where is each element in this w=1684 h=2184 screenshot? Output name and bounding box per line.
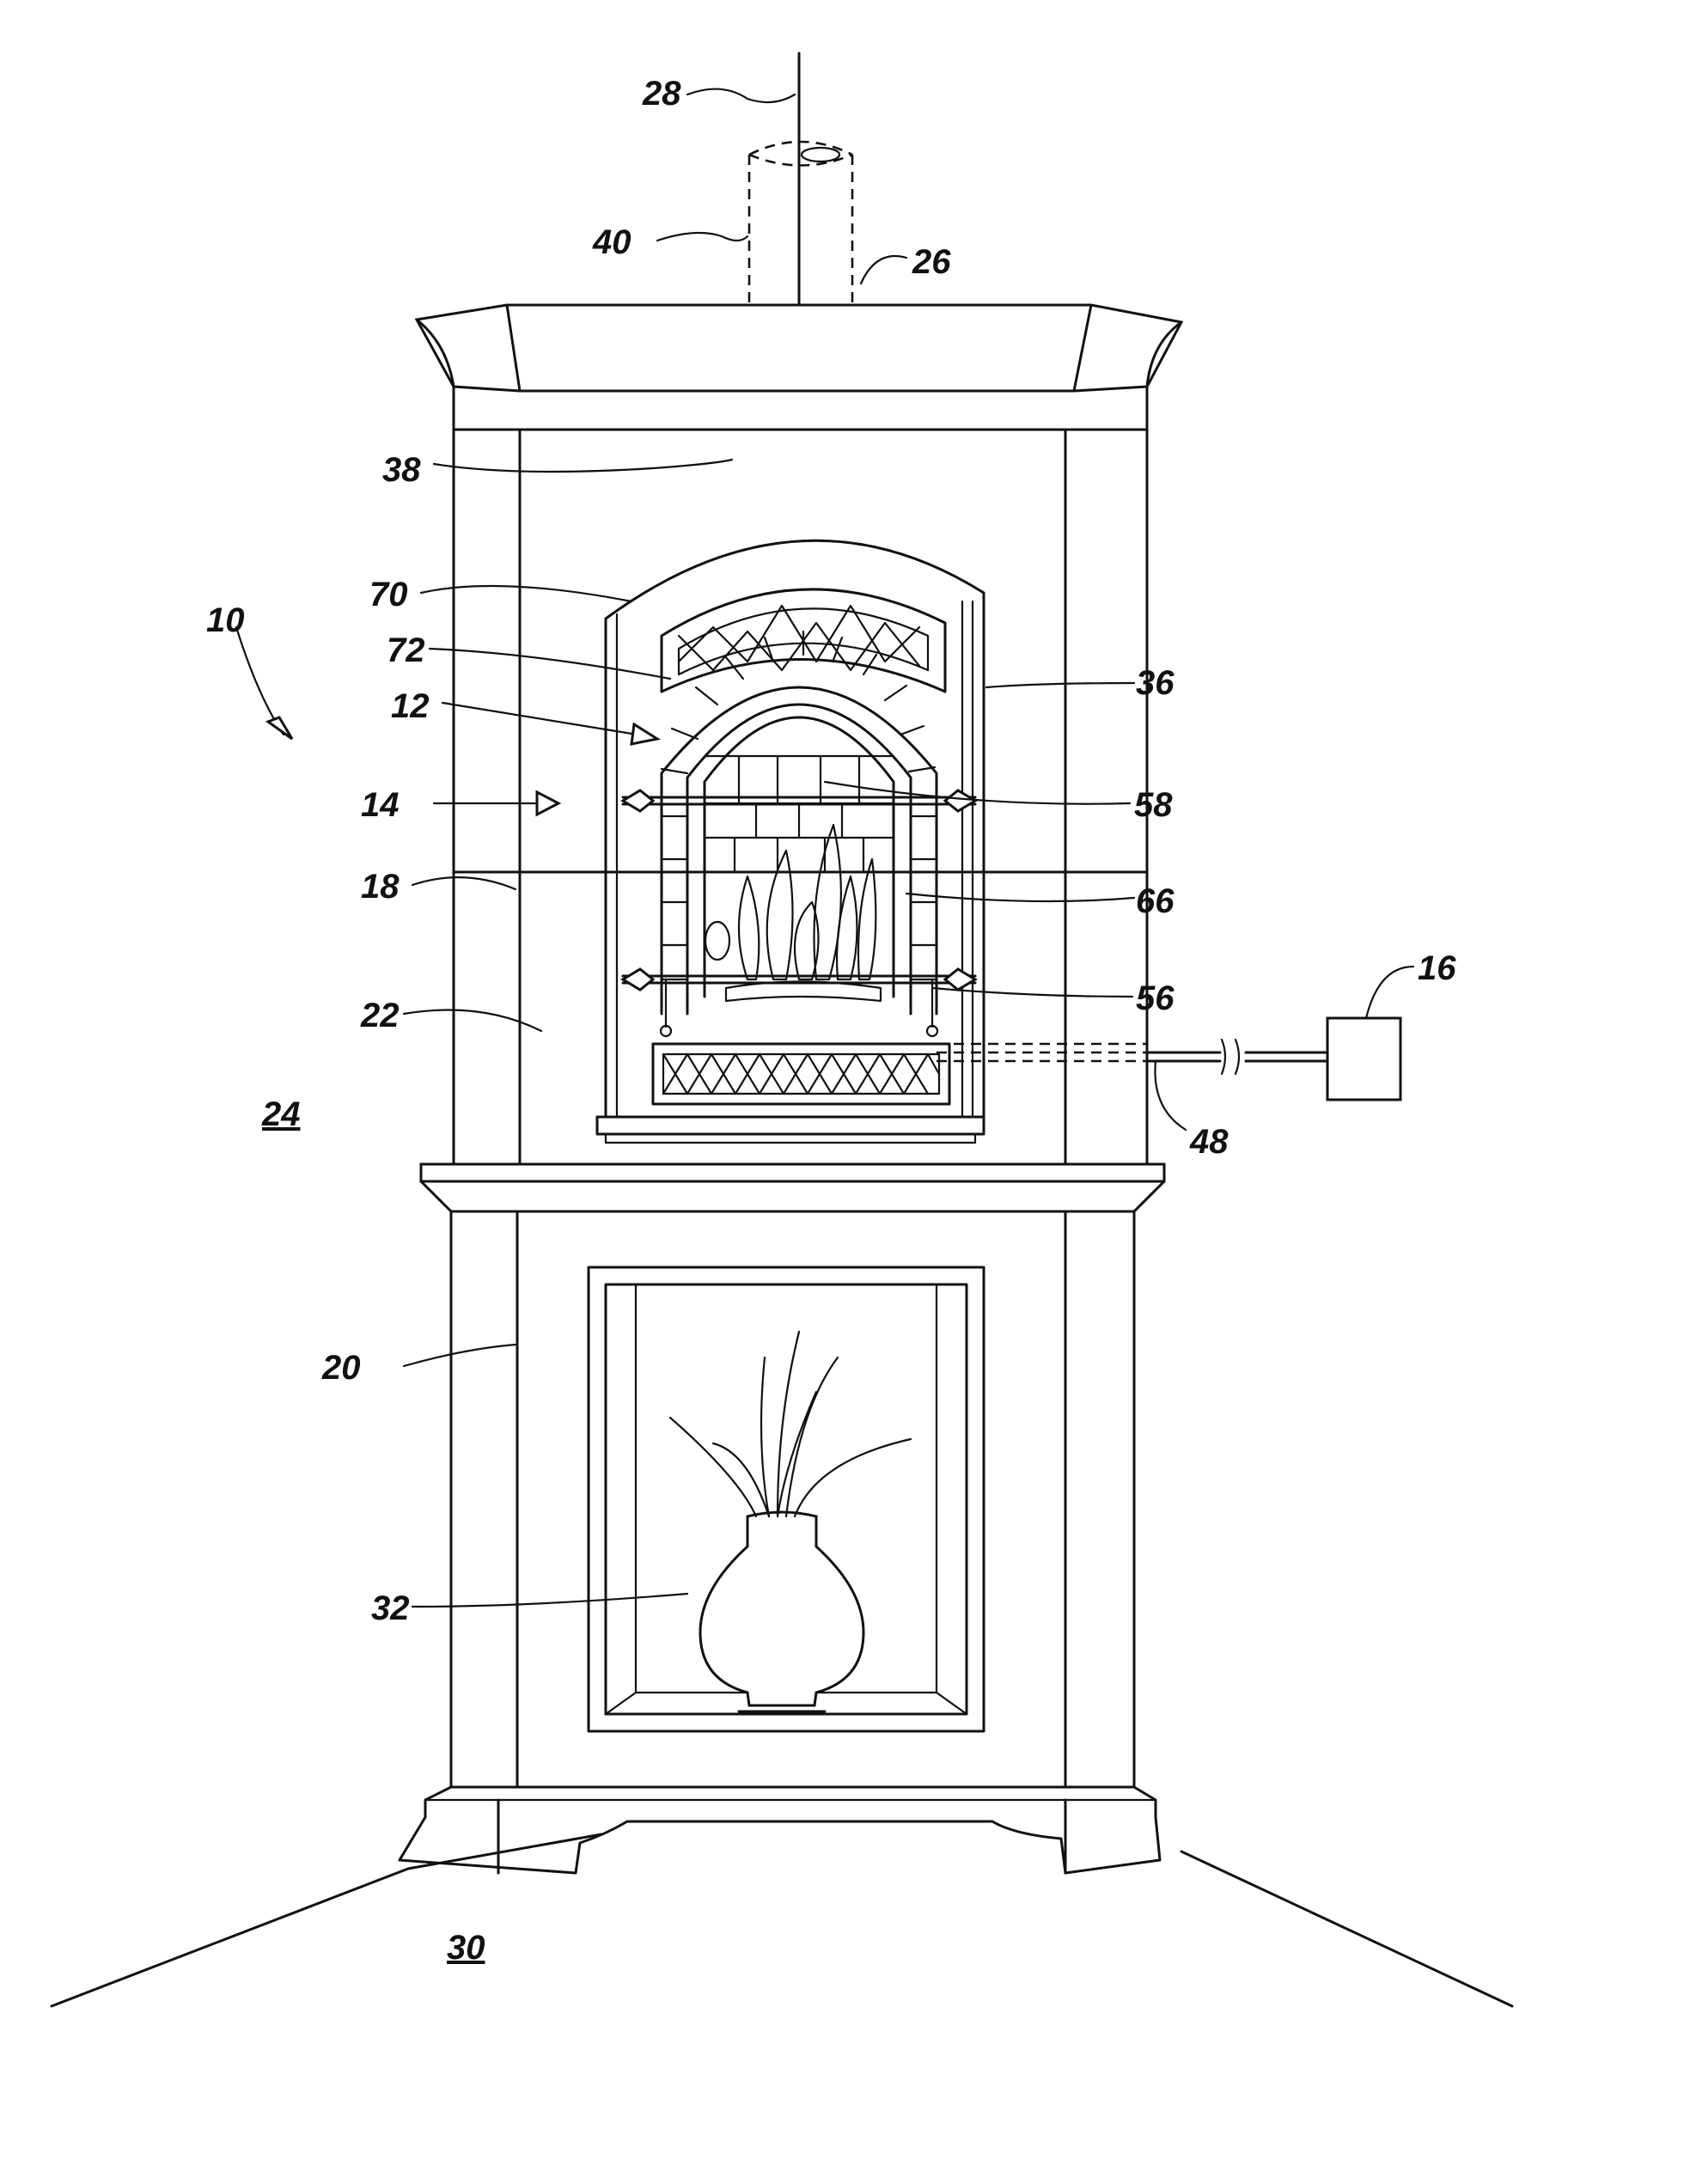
hearth-ledge <box>597 1117 984 1143</box>
vase-with-plant <box>670 1332 911 1711</box>
floor-corner-lines <box>52 1834 1512 2006</box>
top-crown <box>417 305 1181 1164</box>
label-22: 22 <box>360 997 400 1034</box>
base-plinth <box>400 1787 1160 1873</box>
label-16: 16 <box>1418 949 1456 987</box>
label-26: 26 <box>912 243 951 281</box>
label-10: 10 <box>206 601 245 639</box>
label-48: 48 <box>1189 1123 1229 1161</box>
conduit <box>937 1040 1327 1074</box>
label-66: 66 <box>1136 882 1175 920</box>
label-56: 56 <box>1136 979 1175 1017</box>
label-20: 20 <box>321 1349 361 1387</box>
label-28: 28 <box>642 75 681 113</box>
plant-leaves <box>670 1332 911 1516</box>
label-58: 58 <box>1134 786 1173 824</box>
label-12: 12 <box>391 687 430 725</box>
label-32: 32 <box>371 1589 410 1627</box>
label-70: 70 <box>369 576 408 613</box>
mantel-shelf <box>421 1164 1164 1211</box>
label-40: 40 <box>592 223 632 261</box>
label-14: 14 <box>361 786 400 824</box>
label-18: 18 <box>361 868 400 906</box>
label-24: 24 <box>261 1095 301 1133</box>
lower-grille <box>653 1044 949 1104</box>
label-72: 72 <box>387 631 425 669</box>
label-38: 38 <box>382 451 421 489</box>
control-box <box>1327 1018 1400 1100</box>
label-36: 36 <box>1136 664 1175 702</box>
label-30: 30 <box>447 1929 485 1967</box>
